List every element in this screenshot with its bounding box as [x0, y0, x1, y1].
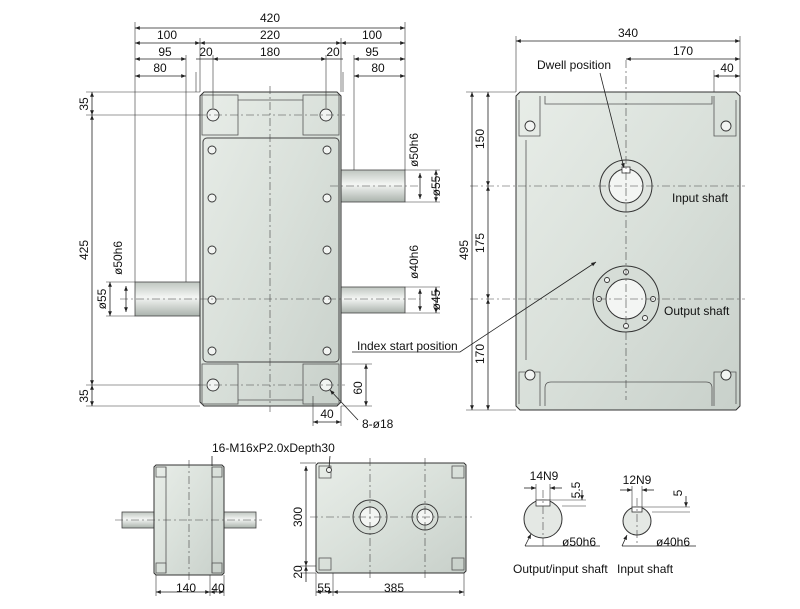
dim-95-left: 95 [158, 45, 172, 59]
dim-95-right: 95 [365, 45, 379, 59]
label-input-shaft-section: Input shaft [617, 562, 674, 576]
dim-150: 150 [473, 129, 487, 149]
label-index-start-position: Index start position [357, 339, 458, 353]
dim-side-170-v: 170 [473, 344, 487, 364]
dim-small-55: 55 [317, 581, 331, 595]
dim-side-40: 40 [720, 61, 734, 75]
dim-right-o50h6: ø50h6 [407, 133, 421, 167]
dim-495: 495 [457, 240, 471, 260]
label-output-shaft: Output shaft [664, 304, 730, 318]
dim-key-5: 5 [671, 489, 685, 496]
dim-left-o55: ø55 [95, 288, 109, 309]
dim-35-top: 35 [77, 97, 91, 111]
key-section-output: 14N9 5.5 ø50h6 Output/input shaft [513, 469, 608, 576]
front-cover-screws [207, 145, 332, 356]
dim-40: 40 [320, 407, 334, 421]
front-cover-plate [202, 137, 340, 363]
dim-35-bottom: 35 [77, 389, 91, 403]
dim-side-170: 170 [673, 44, 693, 58]
label-input-shaft: Input shaft [672, 191, 729, 205]
dim-key-o50h6: ø50h6 [562, 535, 596, 549]
dim-left-o50h6: ø50h6 [111, 241, 125, 275]
front-pad-bl [201, 363, 239, 405]
dim-80-left: 80 [153, 61, 167, 75]
front-pad-br [302, 363, 340, 405]
front-view [120, 86, 420, 412]
label-dwell-position: Dwell position [537, 58, 611, 72]
dim-right-o45: ø45 [429, 289, 443, 310]
label-output-input-shaft: Output/input shaft [513, 562, 608, 576]
small-view-2: 300 20 55 385 [291, 455, 472, 596]
dim-small-300: 300 [291, 507, 305, 527]
dim-right-o55: ø55 [429, 175, 443, 196]
dim-180: 180 [260, 45, 280, 59]
dim-right-o40h6: ø40h6 [407, 245, 421, 279]
small2-body [315, 462, 467, 574]
dim-key-o40h6: ø40h6 [656, 535, 690, 549]
dim-12n9: 12N9 [623, 473, 652, 487]
dim-5-5: 5.5 [569, 481, 583, 498]
side-view [470, 60, 745, 411]
dim-14n9: 14N9 [530, 469, 559, 483]
dim-220: 220 [260, 28, 280, 42]
dim-small-20: 20 [291, 565, 305, 579]
side-dimensions: 340 170 40 495 150 175 170 Dwell positio… [352, 26, 741, 411]
dim-340: 340 [618, 26, 638, 40]
small-view-1: 140 40 16-M16xP2.0xDepth30 [115, 441, 335, 596]
front-right-lower-shaft [338, 286, 406, 314]
side-hole-bl [524, 369, 536, 381]
dim-420: 420 [260, 11, 280, 25]
side-hole-tl [524, 120, 536, 132]
side-hole-br [720, 369, 732, 381]
dim-175: 175 [473, 233, 487, 253]
dim-80-right: 80 [371, 61, 385, 75]
dim-20-right: 20 [326, 45, 340, 59]
key-section-input: 12N9 5 ø40h6 Input shaft [617, 473, 696, 576]
dim-60: 60 [351, 381, 365, 395]
side-body [515, 91, 741, 411]
dim-small-385: 385 [384, 581, 404, 595]
dim-425: 425 [77, 240, 91, 260]
dim-8-o18: 8-ø18 [362, 417, 394, 431]
dim-20-left: 20 [199, 45, 213, 59]
front-body [199, 91, 342, 407]
label-thread-note: 16-M16xP2.0xDepth30 [212, 441, 335, 455]
dim-100-right: 100 [362, 28, 382, 42]
dim-small-140: 140 [176, 581, 196, 595]
front-dimensions: 420 100 220 100 95 20 180 20 95 80 80 35… [77, 11, 443, 431]
dim-100-left: 100 [157, 28, 177, 42]
dim-small-40: 40 [211, 581, 225, 595]
side-hole-tr [720, 120, 732, 132]
